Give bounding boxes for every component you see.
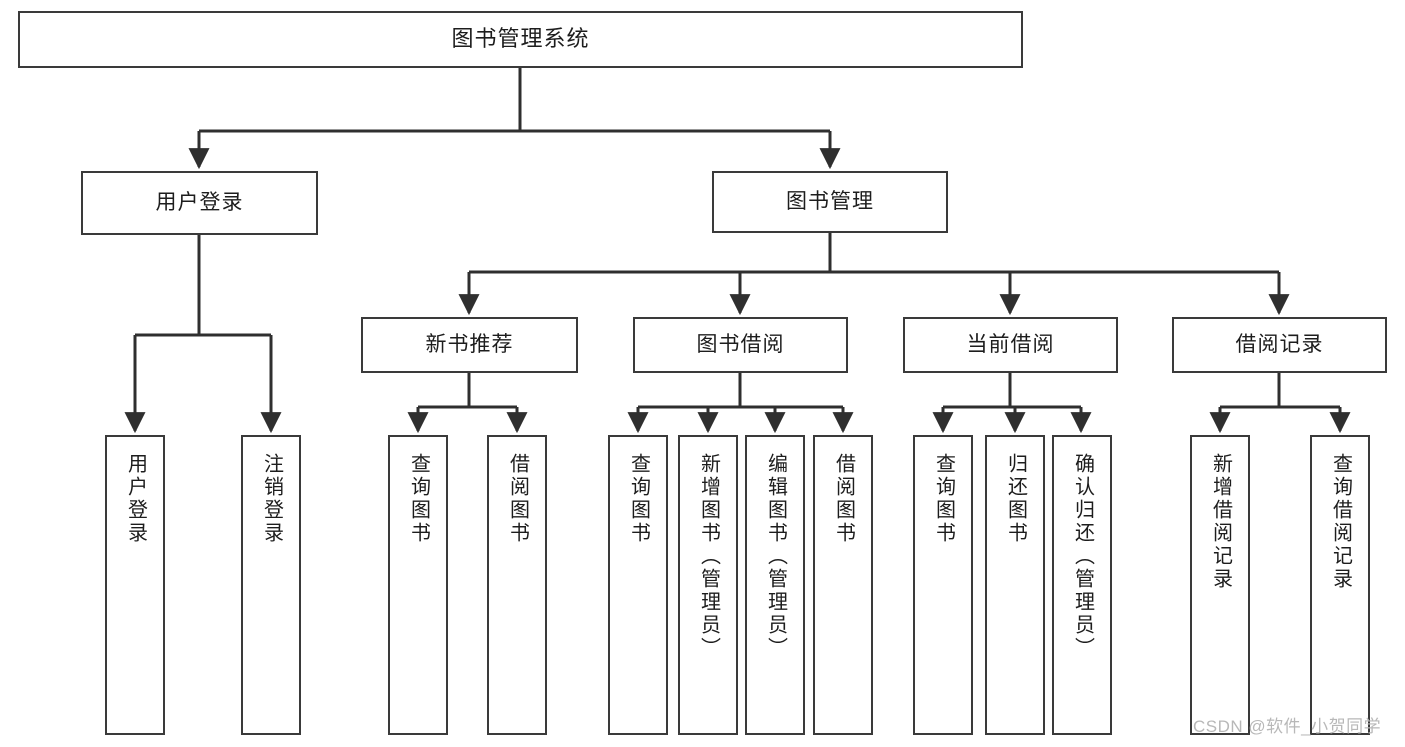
node-leaf-borrow-book-label: 借阅图书 xyxy=(832,453,855,545)
node-leaf-query-book-current[interactable]: 查询图书 xyxy=(913,435,973,735)
node-book-manage[interactable]: 图书管理 xyxy=(712,171,948,233)
node-leaf-borrow-book-recommend-label: 借阅图书 xyxy=(506,453,529,545)
node-leaf-query-borrow-record-label: 查询借阅记录 xyxy=(1329,453,1352,591)
node-leaf-user-login-label: 用户登录 xyxy=(124,453,147,545)
node-leaf-add-borrow-record-label: 新增借阅记录 xyxy=(1209,453,1232,591)
node-leaf-query-book-recommend[interactable]: 查询图书 xyxy=(388,435,448,735)
node-book-manage-label: 图书管理 xyxy=(786,190,874,214)
node-leaf-return-book[interactable]: 归还图书 xyxy=(985,435,1045,735)
node-user-login-label: 用户登录 xyxy=(155,191,244,215)
watermark: CSDN @软件_小贺同学 xyxy=(1193,712,1381,737)
node-root-label: 图书管理系统 xyxy=(451,26,590,52)
node-current-borrow[interactable]: 当前借阅 xyxy=(903,317,1118,373)
node-book-borrow-label: 图书借阅 xyxy=(696,333,785,357)
node-new-book-recommend[interactable]: 新书推荐 xyxy=(361,317,578,373)
node-current-borrow-label: 当前借阅 xyxy=(966,333,1055,357)
node-book-borrow[interactable]: 图书借阅 xyxy=(633,317,848,373)
node-leaf-query-borrow-record[interactable]: 查询借阅记录 xyxy=(1310,435,1370,735)
node-new-book-recommend-label: 新书推荐 xyxy=(425,333,514,357)
node-leaf-user-login[interactable]: 用户登录 xyxy=(105,435,165,735)
node-root[interactable]: 图书管理系统 xyxy=(18,11,1023,68)
node-leaf-edit-book-admin-label: 编辑图书（管理员） xyxy=(764,453,787,660)
watermark-text: CSDN @软件_小贺同学 xyxy=(1193,717,1382,736)
node-leaf-logout[interactable]: 注销登录 xyxy=(241,435,301,735)
node-borrow-record[interactable]: 借阅记录 xyxy=(1172,317,1387,373)
node-leaf-borrow-book[interactable]: 借阅图书 xyxy=(813,435,873,735)
node-leaf-borrow-book-recommend[interactable]: 借阅图书 xyxy=(487,435,547,735)
node-leaf-query-book-borrow-label: 查询图书 xyxy=(627,453,650,545)
node-leaf-edit-book-admin[interactable]: 编辑图书（管理员） xyxy=(745,435,805,735)
node-borrow-record-label: 借阅记录 xyxy=(1235,333,1324,357)
node-leaf-query-book-current-label: 查询图书 xyxy=(932,453,955,545)
node-leaf-add-book-admin-label: 新增图书（管理员） xyxy=(697,453,720,660)
node-leaf-add-borrow-record[interactable]: 新增借阅记录 xyxy=(1190,435,1250,735)
node-leaf-logout-label: 注销登录 xyxy=(260,453,283,545)
node-leaf-add-book-admin[interactable]: 新增图书（管理员） xyxy=(678,435,738,735)
node-leaf-return-book-label: 归还图书 xyxy=(1004,453,1027,545)
node-leaf-query-book-recommend-label: 查询图书 xyxy=(407,453,430,545)
node-leaf-query-book-borrow[interactable]: 查询图书 xyxy=(608,435,668,735)
node-leaf-confirm-return-admin[interactable]: 确认归还（管理员） xyxy=(1052,435,1112,735)
node-user-login[interactable]: 用户登录 xyxy=(81,171,318,235)
node-leaf-confirm-return-admin-label: 确认归还（管理员） xyxy=(1071,453,1094,660)
